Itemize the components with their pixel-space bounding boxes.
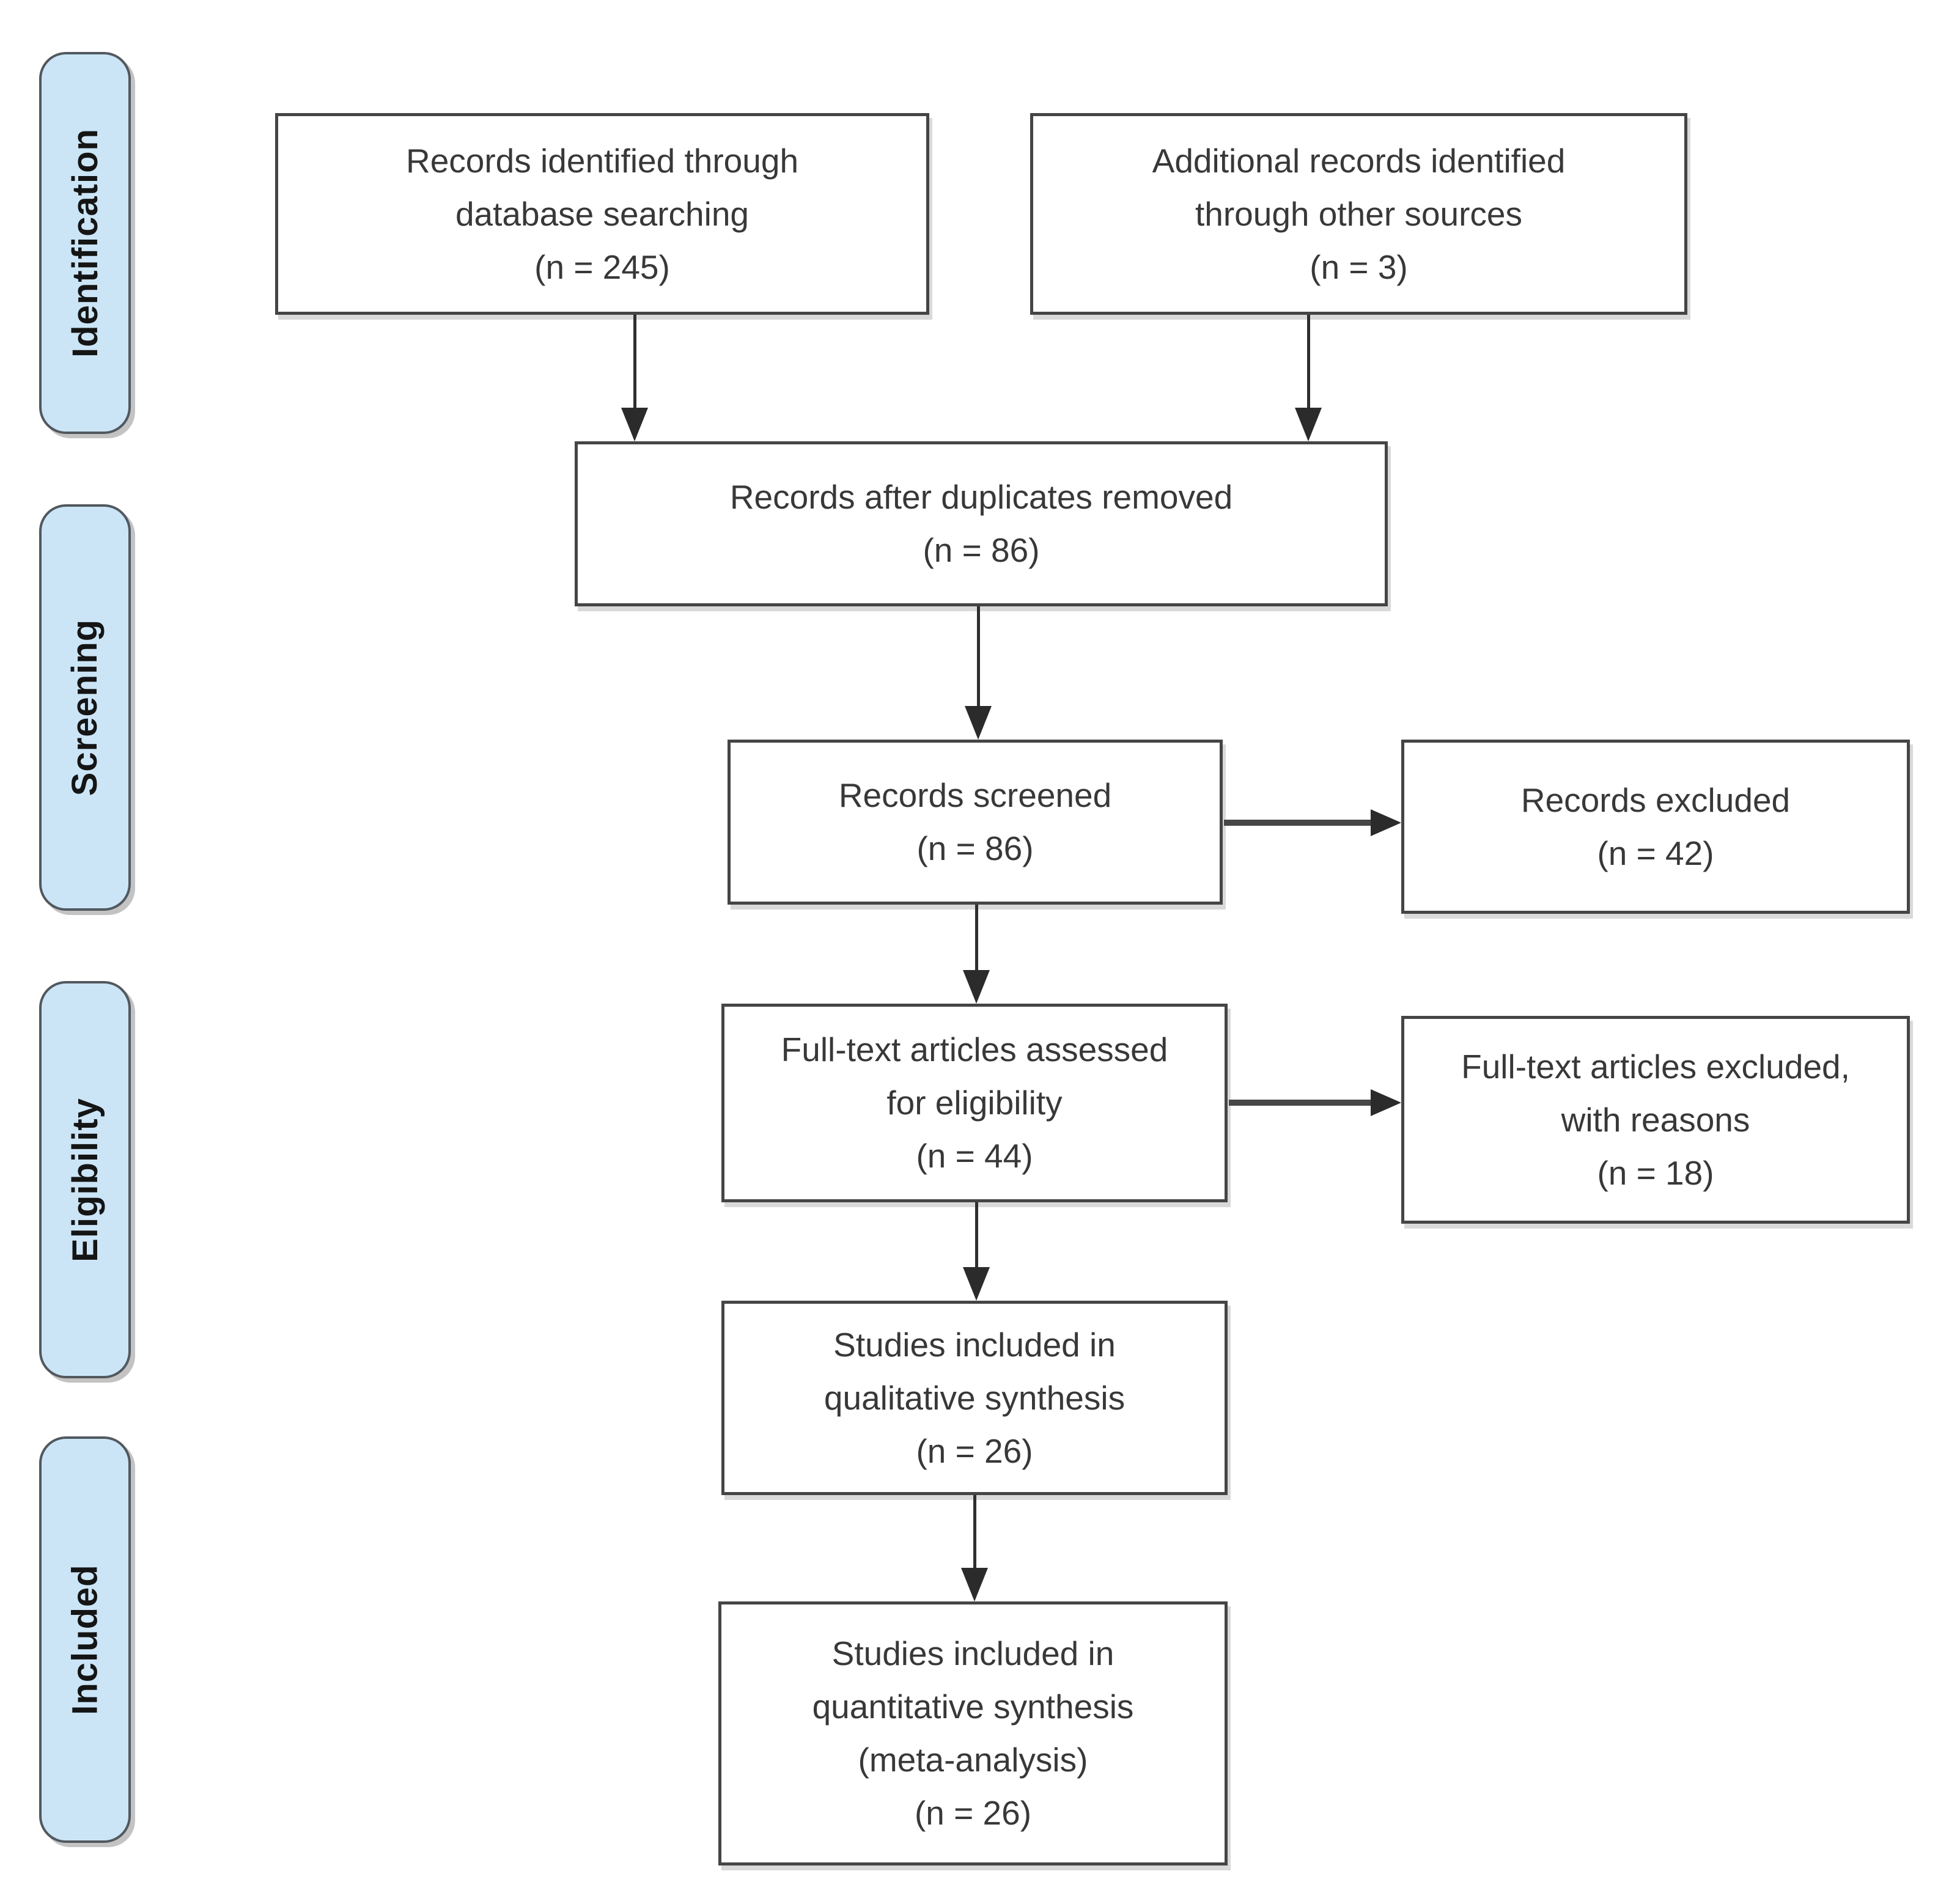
stage-screening: Screening [39,504,131,911]
box-records-screened-line1: Records screened [838,776,1112,814]
box-duplicates-removed-line1: Records after duplicates removed [729,478,1233,516]
connector-fulltext-to-excluded [1229,1100,1371,1106]
box-records-identified-line2: database searching [455,194,750,233]
arrowhead-screened-to-excluded [1371,809,1401,836]
connector-additional-to-dedup [1307,315,1310,408]
box-quantitative-synthesis-line2: quantitative synthesis [812,1688,1134,1726]
stage-label-included: Included [65,1564,105,1715]
box-records-screened-count: (n = 86) [916,829,1034,867]
box-qualitative-synthesis-line2: qualitative synthesis [823,1378,1126,1417]
box-qualitative-synthesis-count: (n = 26) [916,1432,1033,1470]
box-fulltext-excluded-line1: Full-text articles excluded, [1461,1047,1850,1086]
box-records-identified: Records identified through database sear… [275,113,929,315]
box-fulltext-assessed: Full-text articles assessed for eligibil… [721,1004,1228,1202]
box-records-identified-count: (n = 245) [534,248,670,286]
stage-label-identification: Identification [65,128,105,358]
box-quantitative-synthesis: Studies included in quantitative synthes… [718,1601,1228,1865]
box-records-excluded-line1: Records excluded [1520,781,1791,819]
stage-label-screening: Screening [65,619,105,796]
box-quantitative-synthesis-count: (n = 26) [914,1794,1032,1832]
box-additional-records-line1: Additional records identified [1152,141,1566,180]
box-fulltext-assessed-line2: for eligibility [886,1084,1063,1122]
box-records-excluded-count: (n = 42) [1597,834,1714,872]
box-qualitative-synthesis: Studies included in qualitative synthesi… [721,1301,1228,1495]
box-fulltext-assessed-count: (n = 44) [916,1137,1033,1175]
stage-included: Included [39,1436,131,1843]
box-fulltext-excluded-count: (n = 18) [1597,1153,1714,1192]
connector-identified-to-dedup [633,315,636,408]
connector-screened-to-fulltext [975,905,978,970]
box-qualitative-synthesis-line1: Studies included in [833,1325,1116,1364]
connector-qualitative-to-quantitative [973,1495,976,1568]
box-records-identified-line1: Records identified through [405,141,799,180]
box-fulltext-excluded-line2: with reasons [1561,1100,1750,1139]
connector-screened-to-excluded [1224,820,1371,826]
box-duplicates-removed-count: (n = 86) [923,531,1040,569]
box-additional-records: Additional records identified through ot… [1030,113,1687,315]
stage-eligibility: Eligibility [39,981,131,1378]
arrowhead-dedup-to-screened [965,706,992,740]
arrowhead-fulltext-to-qualitative [963,1267,990,1301]
box-duplicates-removed: Records after duplicates removed (n = 86… [575,441,1388,606]
connector-dedup-to-screened [977,606,980,706]
arrowhead-qualitative-to-quantitative [961,1568,988,1601]
box-quantitative-synthesis-line1: Studies included in [831,1634,1115,1672]
box-quantitative-synthesis-line3: (meta-analysis) [858,1741,1088,1779]
arrowhead-fulltext-to-excluded [1371,1089,1401,1116]
box-fulltext-assessed-line1: Full-text articles assessed [781,1031,1168,1068]
box-records-excluded: Records excluded (n = 42) [1401,740,1910,914]
box-fulltext-excluded: Full-text articles excluded, with reason… [1401,1016,1910,1224]
box-records-screened: Records screened (n = 86) [728,740,1223,905]
stage-label-eligibility: Eligibility [65,1097,105,1262]
arrowhead-identified-to-dedup [621,408,648,441]
connector-fulltext-to-qualitative [975,1202,978,1267]
box-additional-records-line2: through other sources [1195,194,1523,233]
box-additional-records-count: (n = 3) [1310,248,1408,286]
stage-identification: Identification [39,52,131,434]
arrowhead-additional-to-dedup [1295,408,1322,441]
arrowhead-screened-to-fulltext [963,970,990,1004]
